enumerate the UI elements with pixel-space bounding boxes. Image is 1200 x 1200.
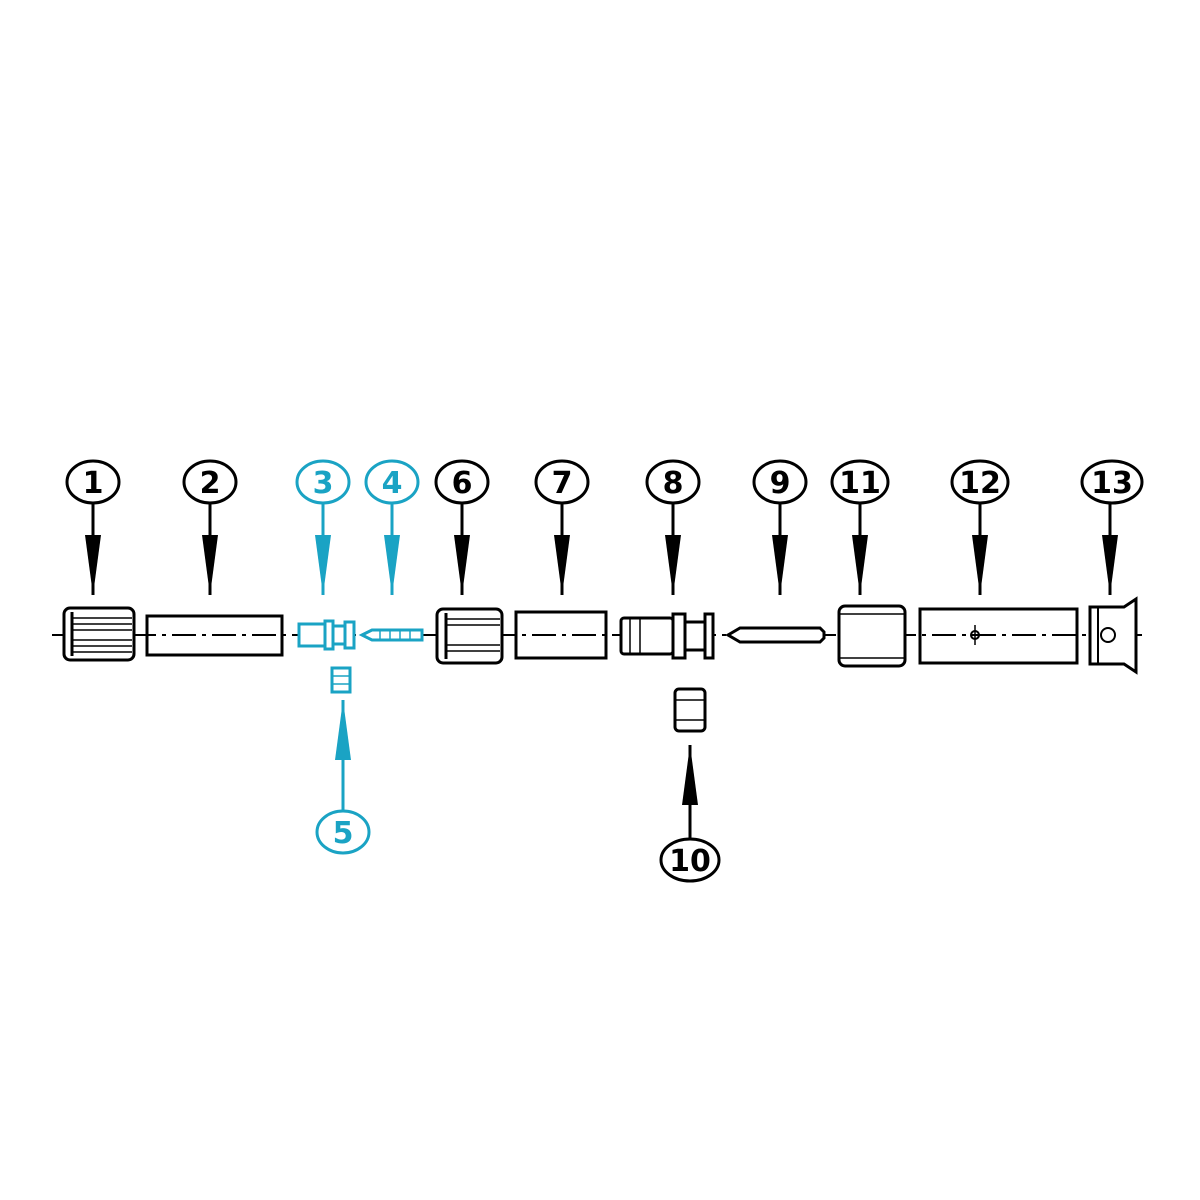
leader-2 — [202, 503, 218, 595]
leader-1 — [85, 503, 101, 595]
callout-label: 2 — [200, 466, 221, 501]
callout-label: 7 — [552, 466, 573, 501]
callout-11[interactable]: 11 — [830, 459, 890, 505]
part-13-end-fitting[interactable] — [1088, 596, 1138, 675]
leader-7 — [554, 503, 570, 595]
part-8-plunger[interactable] — [619, 612, 715, 660]
leader-5 — [335, 700, 351, 810]
leader-12 — [972, 503, 988, 595]
part-11-knurled-nut[interactable] — [837, 604, 907, 668]
leader-10 — [682, 745, 698, 838]
callout-7[interactable]: 7 — [534, 459, 590, 505]
part-4-pin[interactable] — [358, 628, 424, 642]
part-7-tube[interactable] — [514, 610, 608, 660]
callout-8[interactable]: 8 — [645, 459, 701, 505]
callout-label: 8 — [663, 466, 684, 501]
part-3-connector[interactable] — [297, 619, 356, 651]
part-9-pin[interactable] — [725, 626, 826, 644]
callout-label: 6 — [452, 466, 473, 501]
callout-2[interactable]: 2 — [182, 459, 238, 505]
callout-label: 3 — [313, 466, 334, 501]
leader-3 — [315, 503, 331, 595]
part-10-bushing[interactable] — [673, 687, 707, 733]
callout-5[interactable]: 5 — [315, 809, 371, 855]
part-12-tube[interactable] — [918, 607, 1079, 665]
callout-3[interactable]: 3 — [295, 459, 351, 505]
callout-9[interactable]: 9 — [752, 459, 808, 505]
callout-13[interactable]: 13 — [1080, 459, 1144, 505]
leader-11 — [852, 503, 868, 595]
callout-10[interactable]: 10 — [659, 837, 721, 883]
callout-label: 11 — [839, 466, 881, 501]
callout-label: 13 — [1091, 466, 1133, 501]
callout-label: 1 — [83, 466, 104, 501]
leader-4 — [384, 503, 400, 595]
callout-label: 9 — [770, 466, 791, 501]
part-6-knurled-nut[interactable] — [435, 607, 504, 665]
callout-bubbles: 1 2 3 4 6 7 8 9 11 12 13 5 10 — [65, 459, 1144, 883]
callout-label: 5 — [333, 816, 354, 851]
callout-6[interactable]: 6 — [434, 459, 490, 505]
leader-6 — [454, 503, 470, 595]
callout-label: 12 — [959, 466, 1001, 501]
callout-label: 4 — [382, 466, 403, 501]
leader-8 — [665, 503, 681, 595]
leader-13 — [1102, 503, 1118, 595]
callout-4[interactable]: 4 — [364, 459, 420, 505]
callout-label: 10 — [669, 844, 711, 879]
part-5-sleeve[interactable] — [330, 666, 352, 694]
part-1-knurled-cap[interactable] — [62, 606, 136, 662]
leader-9 — [772, 503, 788, 595]
part-2-tube[interactable] — [145, 614, 284, 657]
callout-1[interactable]: 1 — [65, 459, 121, 505]
callout-12[interactable]: 12 — [950, 459, 1010, 505]
